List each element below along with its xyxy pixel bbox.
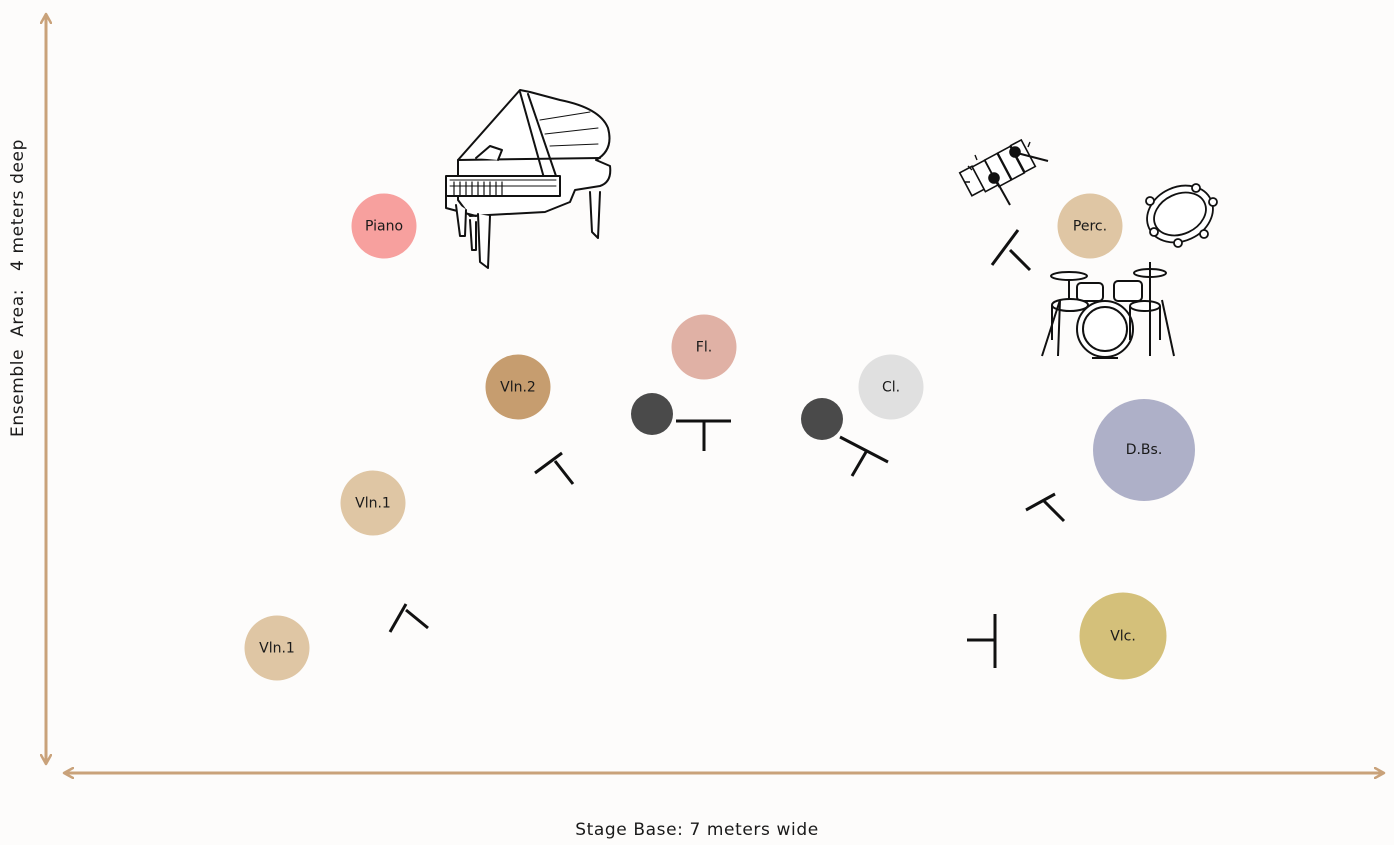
grand-piano-icon [445, 89, 612, 269]
music-stand [388, 603, 429, 633]
player-percussion: Perc. [1057, 193, 1123, 259]
player-piano: Piano [351, 193, 417, 259]
player-double-bass: D.Bs. [1093, 399, 1195, 501]
music-stand [990, 229, 1032, 272]
conductor-dot [801, 398, 843, 440]
music-stand [839, 435, 889, 477]
music-stand [676, 419, 731, 451]
tambourine-icon [1145, 183, 1218, 248]
xylophone-icon [958, 138, 1049, 206]
player-violin-2: Vln.2 [485, 354, 551, 420]
music-stand [1025, 492, 1066, 523]
music-stand [967, 614, 997, 668]
player-flute: Fl. [671, 314, 737, 380]
y-axis-label: Ensemble Area: 4 meters deep [8, 139, 28, 437]
player-violin-1: Vln.1 [340, 470, 406, 536]
drum-kit-icon [1041, 262, 1175, 359]
conductor-dot [631, 393, 673, 435]
player-violin-1: Vln.1 [244, 615, 310, 681]
x-axis-label: Stage Base: 7 meters wide [575, 820, 819, 840]
music-stand [534, 451, 575, 485]
player-clarinet: Cl. [858, 354, 924, 420]
player-cello: Vlc. [1079, 592, 1167, 680]
